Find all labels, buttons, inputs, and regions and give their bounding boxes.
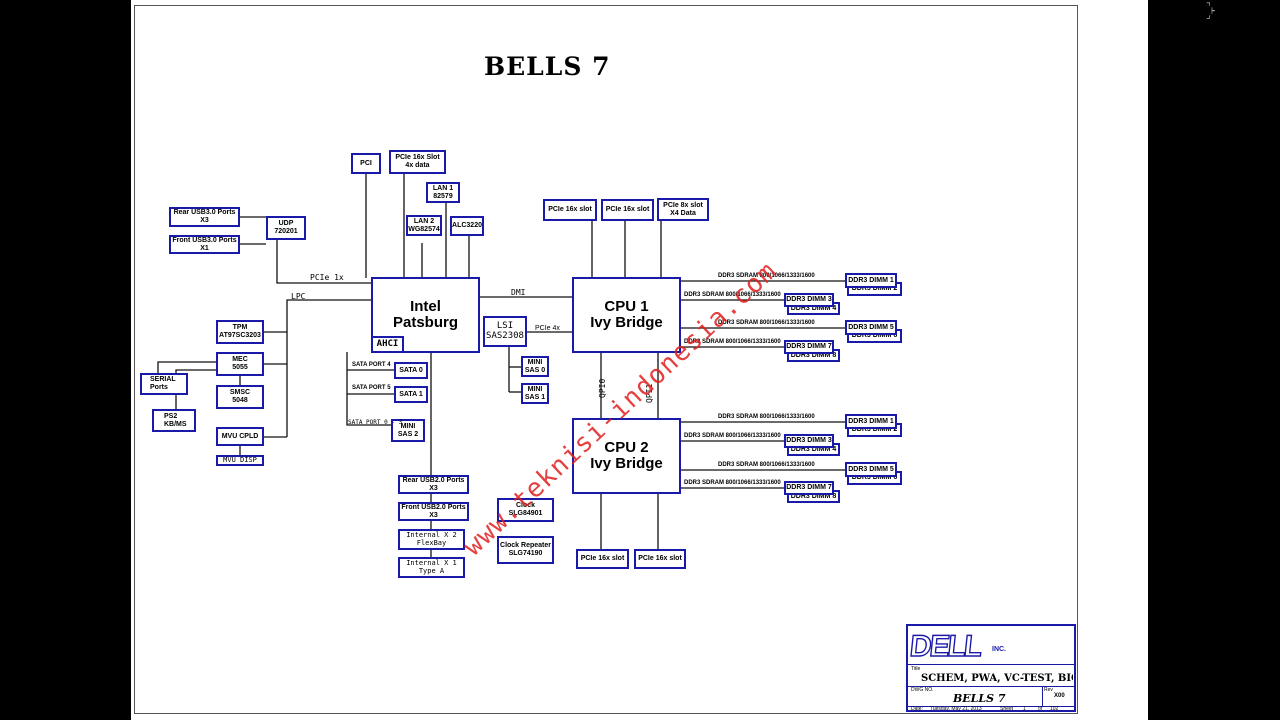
ddr-bus-label: DDR3 SDRAM 800/1066/1333/1600 bbox=[684, 433, 781, 439]
cpu1-pcie-slot-b: PCIe 16x slot bbox=[601, 199, 654, 221]
title-value: SCHEM, PWA, VC-TEST, BIG, SUR bbox=[921, 673, 1073, 684]
pci-slot: PCI bbox=[351, 153, 381, 174]
company-logo: DELL bbox=[910, 629, 984, 660]
company-suffix: INC. bbox=[992, 646, 1006, 653]
mini-sas0-block: MINI SAS 0 bbox=[521, 356, 549, 377]
lsi-block: LSI SAS2308 bbox=[483, 316, 527, 347]
date-label: Date: bbox=[911, 706, 923, 712]
pcie1x-label: PCIe 1x bbox=[310, 273, 344, 282]
sata-port4-label: SATA PORT 4 bbox=[352, 362, 391, 368]
clock-block: Clock SLG84901 bbox=[497, 498, 554, 522]
title-block: DELL INC. Title SCHEM, PWA, VC-TEST, BIG… bbox=[906, 624, 1076, 712]
schematic-sheet bbox=[131, 0, 1148, 720]
date-value: Tuesday, May 21, 2013 bbox=[930, 706, 982, 712]
qpi0-label: QPI0 bbox=[598, 378, 607, 398]
cpu1-pcie-slot-a: PCIe 16x slot bbox=[543, 199, 597, 221]
mvu-cpld-block: MVU CPLD bbox=[216, 427, 264, 446]
smsc-block: SMSC 5048 bbox=[216, 385, 264, 409]
rev-label: Rev bbox=[1044, 687, 1053, 693]
ddr-bus-label: DDR3 SDRAM 800/1066/1333/1600 bbox=[718, 320, 815, 326]
serial-ports-block: SERIAL Ports bbox=[140, 373, 188, 395]
ddr-bus-label: DDR3 SDRAM 800/1066/1333/1600 bbox=[684, 480, 781, 486]
tpm-block: TPM AT97SC3203 bbox=[216, 320, 264, 344]
ahci-block: AHCI bbox=[371, 336, 404, 353]
cpu1-dimm-5: DDR3 DIMM 5 bbox=[845, 320, 897, 335]
rear-usb2-block: Rear USB2.0 Ports X3 bbox=[398, 475, 469, 494]
lan2-block: LAN 2 WG82574 bbox=[406, 215, 442, 236]
svg-text:DELL: DELL bbox=[910, 630, 984, 660]
internal-flexbay-block: Internal X 2 FlexBay bbox=[398, 529, 465, 550]
cpu2-dimm-7: DDR3 DIMM 7 bbox=[784, 481, 834, 495]
dmi-label: DMI bbox=[511, 288, 526, 297]
pcie16-4x-slot: PCIe 16x Slot 4x data bbox=[389, 150, 446, 174]
mini-sas1-block: MINI SAS 1 bbox=[521, 383, 549, 404]
sata-port03-label: SATA PORT 0 - 3 bbox=[348, 419, 403, 426]
dwg-value: BELLS 7 bbox=[953, 692, 1006, 705]
pcie4x-label: PCIe 4x bbox=[535, 325, 560, 332]
of-value: 102 bbox=[1050, 706, 1059, 712]
ddr-bus-label: DDR3 SDRAM 800/1066/1333/1600 bbox=[718, 462, 815, 468]
diagram-title: BELLS 7 bbox=[484, 52, 611, 81]
rev-value: X00 bbox=[1054, 693, 1065, 699]
sata0-block: SATA 0 bbox=[394, 362, 428, 379]
udp-block: UDP 720201 bbox=[266, 216, 306, 240]
title-label: Title bbox=[911, 666, 921, 672]
cpu2-pcie-slot-b: PCIe 16x slot bbox=[634, 549, 686, 569]
mini-sas2-block: MINI SAS 2 bbox=[391, 419, 425, 442]
mvu-disp-block: MVU DISP bbox=[216, 455, 264, 466]
of-label: of bbox=[1038, 706, 1043, 712]
mec-block: MEC 5055 bbox=[216, 352, 264, 376]
sata1-block: SATA 1 bbox=[394, 386, 428, 403]
pch-block: Intel Patsburg bbox=[371, 277, 480, 353]
cpu2-pcie-slot-a: PCIe 16x slot bbox=[576, 549, 629, 569]
cpu1-pcie-slot-c: PCIe 8x slot X4 Data bbox=[657, 198, 709, 221]
cpu2-block: CPU 2 Ivy Bridge bbox=[572, 418, 681, 494]
rear-usb3-block: Rear USB3.0 Ports X3 bbox=[169, 207, 240, 227]
alc-audio-block: ALC3220 bbox=[450, 216, 484, 236]
fullscreen-icon[interactable]: ⌝⌞⌟⌜ bbox=[1206, 2, 1216, 21]
ddr-bus-label: DDR3 SDRAM 800/1066/1333/1600 bbox=[718, 273, 815, 279]
ddr-bus-label: DDR3 SDRAM 800/1066/1333/1600 bbox=[684, 339, 781, 345]
ps2-block: PS2 KB/MS bbox=[152, 409, 196, 432]
cpu1-dimm-7: DDR3 DIMM 7 bbox=[784, 340, 834, 354]
ddr-bus-label: DDR3 SDRAM 800/1066/1333/1600 bbox=[718, 414, 815, 420]
internal-typea-block: Internal X 1 Type A bbox=[398, 557, 465, 578]
front-usb2-block: Front USB2.0 Ports X3 bbox=[398, 502, 469, 521]
dwg-label: DWG NO. bbox=[911, 687, 934, 693]
drawing-frame bbox=[134, 5, 1078, 714]
front-usb3-block: Front USB3.0 Ports X1 bbox=[169, 235, 240, 254]
lpc-label: LPC bbox=[291, 292, 306, 301]
clock-repeater-block: Clock Repeater SLG74190 bbox=[497, 536, 554, 564]
cpu1-dimm-3: DDR3 DIMM 3 bbox=[784, 293, 834, 307]
sheet-value: 1 bbox=[1023, 706, 1026, 712]
cpu2-dimm-3: DDR3 DIMM 3 bbox=[784, 434, 834, 448]
ddr-bus-label: DDR3 SDRAM 800/1066/1333/1600 bbox=[684, 292, 781, 298]
cpu1-block: CPU 1 Ivy Bridge bbox=[572, 277, 681, 353]
cpu2-dimm-5: DDR3 DIMM 5 bbox=[845, 462, 897, 477]
cpu1-dimm-1: DDR3 DIMM 1 bbox=[845, 273, 897, 288]
cpu2-dimm-1: DDR3 DIMM 1 bbox=[845, 414, 897, 429]
sheet-label: Sheet bbox=[1000, 706, 1014, 712]
sata-port5-label: SATA PORT 5 bbox=[352, 385, 391, 391]
lan1-block: LAN 1 82579 bbox=[426, 182, 460, 203]
